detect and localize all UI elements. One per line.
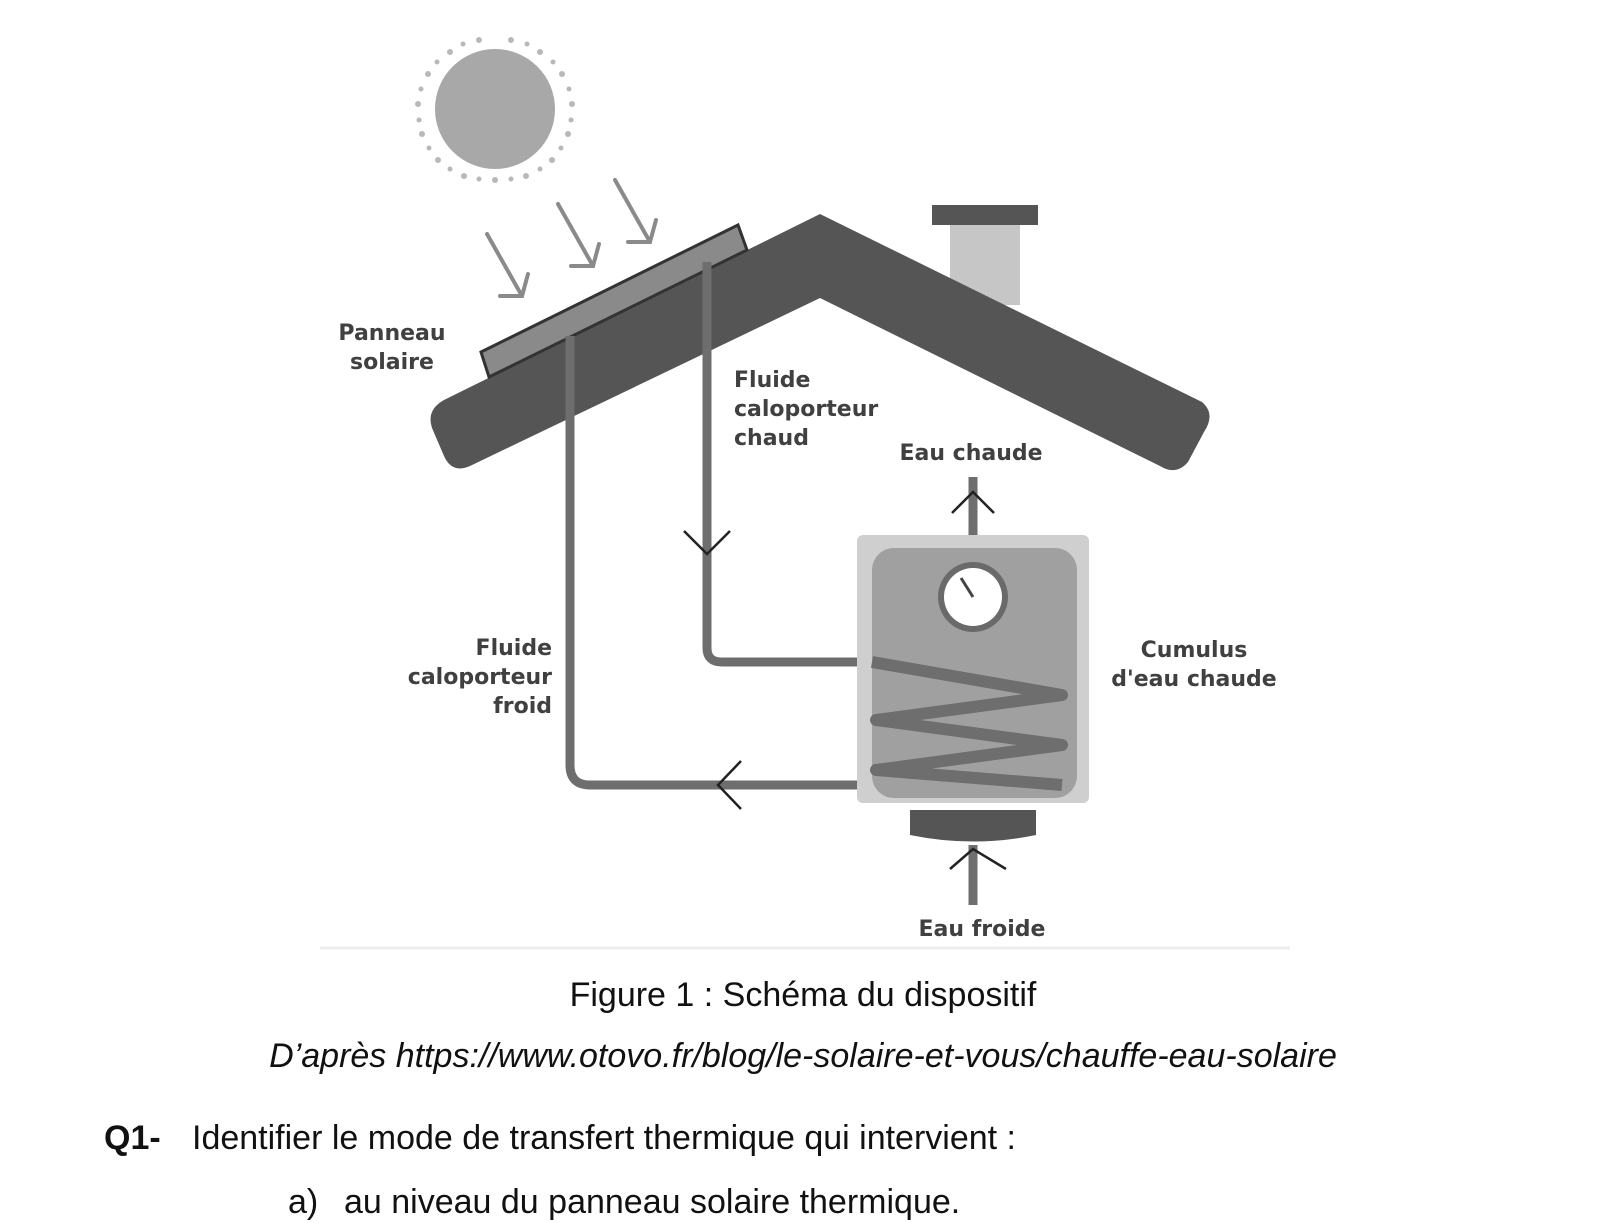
label-panneau-line1: Panneau <box>338 321 445 346</box>
sun-rays <box>485 178 658 298</box>
roof <box>430 214 1210 471</box>
label-cold-fluid-line1: Fluide <box>476 636 552 661</box>
figure-source: D’après https://www.otovo.fr/blog/le-sol… <box>269 1037 1337 1075</box>
label-hot-fluid-line3: chaud <box>734 426 809 451</box>
figure-caption: Figure 1 : Schéma du dispositif <box>569 976 1037 1014</box>
question-number: Q1- <box>104 1119 161 1157</box>
label-cold-fluid-line3: froid <box>493 694 552 719</box>
label-hot-fluid-line2: caloporteur <box>734 397 878 422</box>
cold-fluid-pipe <box>565 336 870 790</box>
question-text: Identifier le mode de transfert thermiqu… <box>192 1119 1016 1157</box>
question-item-letter: a) <box>288 1183 319 1221</box>
sun-icon <box>415 37 575 183</box>
question-item-text: au niveau du panneau solaire thermique. <box>344 1183 961 1221</box>
label-panneau-line2: solaire <box>350 350 434 375</box>
hot-water-arrow-icon <box>951 490 995 514</box>
solar-water-heater-diagram: Panneau solaire Fluide caloporteur chaud… <box>320 37 1290 950</box>
gauge-icon <box>938 562 1008 632</box>
question-item-a: a) au niveau du panneau solaire thermique… <box>288 1182 960 1222</box>
label-tank-line2: d'eau chaude <box>1111 667 1276 692</box>
cold-water-arrow-icon <box>949 847 1007 871</box>
label-cold-water: Eau froide <box>919 917 1046 942</box>
chimney <box>932 205 1038 305</box>
cold-fluid-arrow-icon <box>716 760 742 810</box>
hot-fluid-arrow-icon <box>683 530 731 556</box>
label-tank-line1: Cumulus <box>1141 638 1248 663</box>
solar-panel <box>479 222 749 380</box>
label-hot-fluid-line1: Fluide <box>734 368 810 393</box>
label-hot-water: Eau chaude <box>899 441 1042 466</box>
hot-fluid-pipe <box>702 262 872 667</box>
heat-exchanger-coil <box>870 656 1068 791</box>
label-cold-fluid-line2: caloporteur <box>408 665 552 690</box>
question-q1: Q1- Identifier le mode de transfert therm… <box>104 1118 1016 1158</box>
water-tank <box>857 535 1089 842</box>
